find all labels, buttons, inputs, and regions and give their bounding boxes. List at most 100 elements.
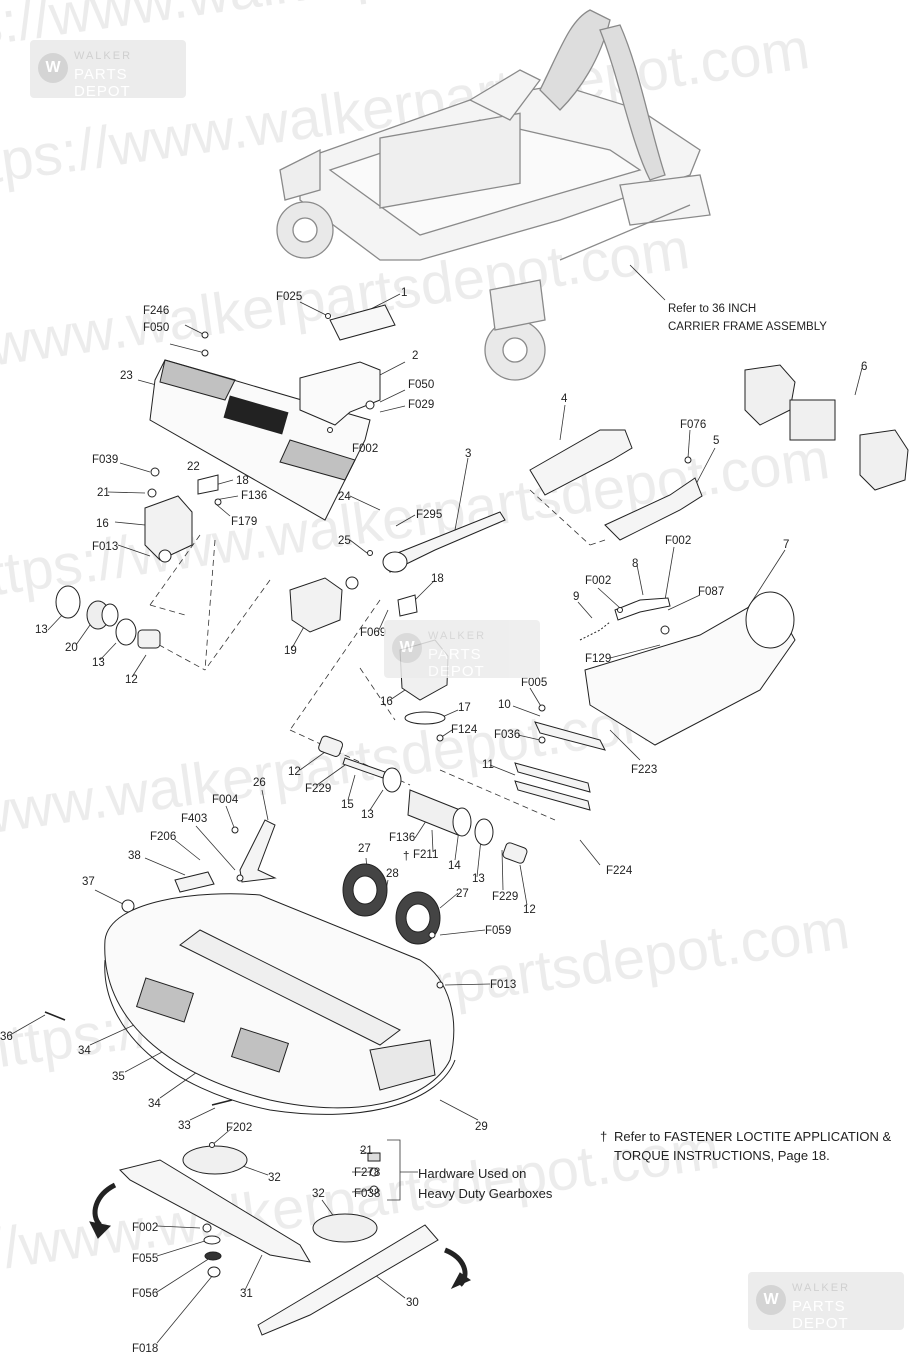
callout-label-n17: 17 — [458, 702, 471, 714]
callout-label-f002c: F002 — [665, 535, 691, 547]
shield — [299, 361, 381, 426]
callout-label-n23: 23 — [120, 370, 133, 382]
logo-sub: PARTS DEPOT — [792, 1298, 849, 1332]
callout-label-n11: 11 — [482, 759, 494, 771]
callout-label-n31: 31 — [240, 1288, 253, 1300]
callout-label-n29: 29 — [475, 1121, 488, 1133]
callout-label-f002a: F002 — [352, 443, 378, 455]
blade-30 — [257, 1224, 439, 1336]
callout-label-f056: F056 — [132, 1288, 158, 1300]
callout-label-n25: 25 — [338, 535, 351, 547]
callout-label-n21a: 21 — [97, 487, 110, 499]
callout-label-f013a: F013 — [92, 541, 118, 553]
pto-shaft-4 — [529, 429, 633, 496]
callout-label-n16a: 16 — [96, 518, 109, 530]
callout-label-n36: 36 — [0, 1031, 13, 1043]
callout-label-n4: 4 — [561, 393, 568, 405]
callout-label-n18a: 18 — [236, 475, 249, 487]
callout-label-n38: 38 — [128, 850, 141, 862]
callout-label-n24: 24 — [338, 491, 351, 503]
callout-label-f278: F278 — [354, 1167, 380, 1179]
callout-label-n16b: 16 — [380, 696, 393, 708]
callout-label-n9: 9 — [573, 591, 579, 603]
callout-label-n27b: 27 — [456, 888, 469, 900]
callout-label-f050b: F050 — [408, 379, 434, 391]
refer-note-line-2: CARRIER FRAME ASSEMBLY — [668, 321, 827, 333]
logo-sub: PARTS DEPOT — [428, 646, 485, 680]
callout-label-f029: F029 — [408, 399, 434, 411]
refer-note-line-1: Refer to 36 INCH — [668, 303, 756, 315]
callout-label-n33: 33 — [178, 1120, 191, 1132]
callout-label-n34a: 34 — [78, 1045, 91, 1057]
walker-parts-depot-logo: W WALKER PARTS DEPOT — [30, 40, 186, 100]
callout-label-f002b: F002 — [585, 575, 611, 587]
gearbox-assembly — [744, 364, 796, 426]
callout-label-f025: F025 — [276, 291, 302, 303]
spindle-tube — [407, 789, 461, 836]
pto-shaft-5 — [604, 477, 703, 541]
callout-label-n20: 20 — [65, 642, 78, 654]
callout-label-n13d: 13 — [472, 873, 485, 885]
callout-label-f211: F211 — [413, 849, 438, 861]
callout-label-f050a: F050 — [143, 322, 169, 334]
callout-label-f229b: F229 — [492, 891, 518, 903]
callout-label-f005: F005 — [521, 677, 547, 689]
callout-label-n10: 10 — [498, 699, 511, 711]
callout-label-n35: 35 — [112, 1071, 125, 1083]
walker-logo-icon: W — [38, 53, 68, 83]
callout-label-n18b: 18 — [431, 573, 444, 585]
discharge-chute — [584, 594, 796, 746]
callout-label-n19: 19 — [284, 645, 297, 657]
drive-shaft — [384, 511, 506, 573]
hardware-note-line-1: Hardware Used on — [418, 1166, 527, 1181]
callout-label-n14: 14 — [448, 860, 461, 872]
logo-sub: PARTS DEPOT — [74, 66, 131, 100]
gearbox — [144, 495, 193, 561]
callout-label-n6: 6 — [861, 361, 867, 373]
callout-label-f124: F124 — [451, 724, 478, 736]
callout-label-f002d: F002 — [132, 1222, 158, 1234]
dagger-symbol: † — [600, 1129, 608, 1144]
blade-31 — [119, 1159, 311, 1263]
walker-parts-depot-logo: W WALKER PARTS DEPOT — [748, 1272, 904, 1332]
callout-label-n1: 1 — [401, 287, 407, 299]
callout-label-f004: F004 — [212, 794, 239, 806]
callout-label-n32a: 32 — [268, 1172, 281, 1184]
callout-label-f076: F076 — [680, 419, 706, 431]
callout-label-f229a: F229 — [305, 783, 331, 795]
callout-label-n28: 28 — [386, 868, 399, 880]
spring — [579, 621, 611, 641]
parts — [44, 304, 909, 1336]
callout-label-f055: F055 — [132, 1253, 158, 1265]
walker-logo-icon: W — [756, 1285, 786, 1315]
rotation-arrow — [92, 1182, 117, 1227]
gearbox-19 — [289, 577, 343, 633]
callout-label-n13a: 13 — [35, 624, 48, 636]
cover-plate — [329, 304, 396, 341]
callout-label-n3: 3 — [465, 448, 471, 460]
callout-label-f136b: F136 — [389, 832, 415, 844]
callout-label-n12a: 12 — [125, 674, 138, 686]
hardware-note: Hardware Used on Heavy Duty Gearboxes — [418, 1164, 552, 1204]
hardware-note-line-2: Heavy Duty Gearboxes — [418, 1186, 553, 1201]
callout-label-f059: F059 — [485, 925, 511, 937]
loctite-note-line-2: TORQUE INSTRUCTIONS, Page 18. — [614, 1148, 830, 1163]
callout-label-f295: F295 — [416, 509, 442, 521]
loctite-footnote: † Refer to FASTENER LOCTITE APPLICATION … — [600, 1127, 891, 1165]
callout-label-n32b: 32 — [312, 1188, 325, 1200]
callout-label-f179: F179 — [231, 516, 257, 528]
callout-label-f013b: F013 — [490, 979, 516, 991]
callout-label-n5: 5 — [713, 435, 719, 447]
dagger-mark: † — [403, 851, 409, 863]
callout-label-f069: F069 — [360, 627, 386, 639]
loctite-note-line-1: Refer to FASTENER LOCTITE APPLICATION & — [614, 1129, 892, 1144]
logo-brand: WALKER — [74, 50, 133, 62]
callout-label-f403: F403 — [181, 813, 207, 825]
callout-label-n13c: 13 — [361, 809, 374, 821]
callout-label-n13b: 13 — [92, 657, 105, 669]
logo-brand: WALKER — [428, 630, 487, 642]
callout-label-f202: F202 — [226, 1122, 252, 1134]
